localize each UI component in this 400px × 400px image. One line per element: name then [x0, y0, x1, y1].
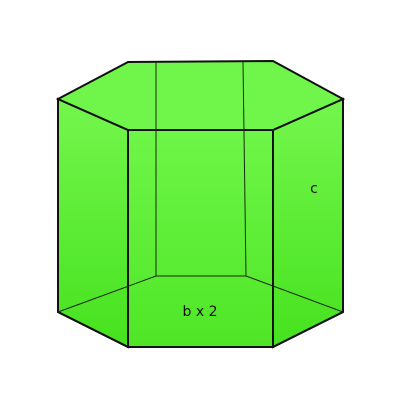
- hidden-edges: [57, 61, 344, 313]
- edge-bottom-right-front: [272, 311, 344, 348]
- hidden-edge-back-right: [242, 61, 247, 277]
- left-side-face: [57, 97, 129, 349]
- right-side-face: [272, 97, 344, 349]
- hidden-edge-bottom-right: [245, 275, 344, 313]
- height-label: c: [310, 181, 318, 197]
- hidden-edge-bottom-left: [57, 275, 157, 313]
- top-face: [55, 59, 346, 131]
- base-label: b x 2: [183, 304, 218, 320]
- bottom-front-edges: [57, 311, 344, 348]
- edge-bottom-left-front: [57, 311, 129, 348]
